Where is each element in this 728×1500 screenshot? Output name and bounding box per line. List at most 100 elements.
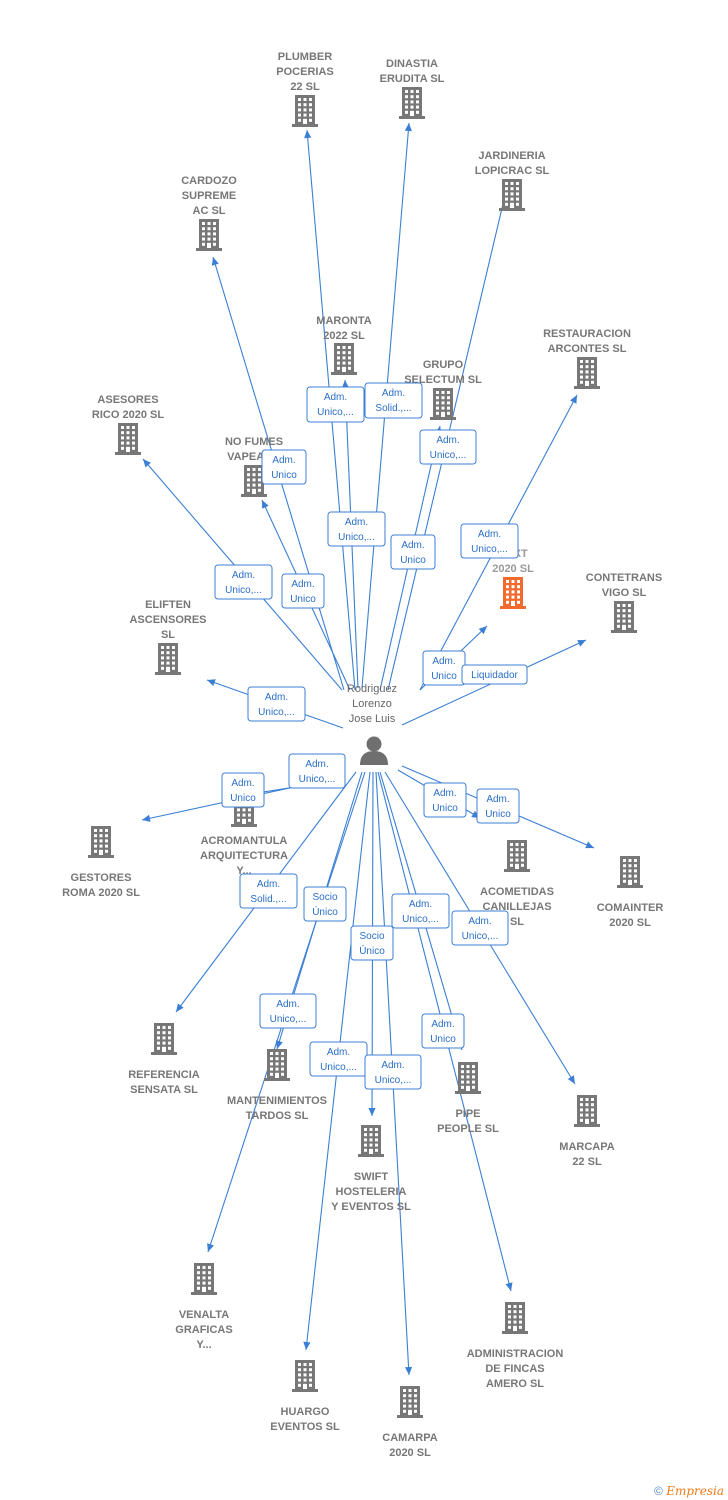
building-icon [292, 95, 318, 127]
role-label-r12[interactable]: Liquidador [461, 664, 528, 685]
company-label: ASCENSORES [129, 614, 206, 626]
building-icon [191, 1263, 217, 1295]
company-label: SUPREME [182, 190, 236, 202]
company-label: COMAINTER [597, 902, 664, 914]
building-icon [358, 1125, 384, 1157]
role-text: Adm. [382, 388, 405, 399]
company-label: LOPICRAC SL [475, 165, 550, 177]
building-icon [499, 179, 525, 211]
role-label-r25[interactable]: Adm. Unico,... [364, 1054, 422, 1090]
company-label: ARCONTES SL [548, 343, 627, 355]
role-text: Unico,... [320, 1062, 357, 1073]
role-label-r17[interactable]: Adm.Solid.,... [239, 873, 298, 909]
arrowhead-eliften [207, 679, 216, 687]
role-label-r19[interactable]: Adm. Unico,... [391, 893, 450, 929]
company-label: ARQUITECTURA [200, 850, 288, 862]
role-label-r7[interactable]: Adm.Unico,... [214, 564, 273, 600]
role-label-r14[interactable]: Adm.Unico [221, 772, 265, 808]
arrowhead-huargo [303, 1341, 311, 1350]
role-text: Unico,... [317, 407, 354, 418]
role-label-r2[interactable]: Adm.Solid.,... [364, 382, 423, 419]
building-icon [455, 1062, 481, 1094]
role-text: Unico,... [471, 544, 508, 555]
role-label-r22[interactable]: Adm.Unico,... [259, 993, 317, 1029]
role-text: Adm. [305, 759, 328, 770]
footer: © Empresia [654, 1484, 724, 1498]
role-text: Unico [400, 555, 426, 566]
building-icon [292, 1360, 318, 1392]
role-text: Adm. [486, 794, 509, 805]
role-label-r3[interactable]: Adm.Unico [261, 449, 307, 485]
role-label-r1[interactable]: Adm.Unico,... [306, 386, 365, 423]
person-name: Lorenzo [352, 698, 392, 710]
role-label-r8[interactable]: Adm.Unico,... [460, 523, 519, 559]
arrowhead-marcapa [567, 1075, 575, 1084]
building-icon [331, 343, 357, 375]
company-label: CANILLEJAS [482, 901, 551, 913]
building-icon [115, 423, 141, 455]
role-label-r13[interactable]: Adm.Unico,... [288, 753, 346, 789]
role-text: Adm. [433, 788, 456, 799]
arrowhead-referencia [176, 1003, 184, 1012]
role-text: Adm. [231, 778, 254, 789]
company-label: CAMARPA [382, 1432, 437, 1444]
building-icon [502, 1302, 528, 1334]
role-label-r9[interactable]: Adm.Unico [281, 573, 325, 609]
building-icon [264, 1049, 290, 1081]
company-camarpa[interactable]: CAMARPA 2020 SL [382, 1386, 438, 1459]
company-venalta[interactable]: VENALTAGRAFICASY... [175, 1263, 233, 1351]
role-text: Adm. [409, 899, 432, 910]
role-text: Unico,... [430, 450, 467, 461]
role-label-r24[interactable]: Adm.Unico,... [309, 1041, 368, 1077]
role-text: Unico [271, 470, 297, 481]
role-label-r5[interactable]: Adm.Unico,... [327, 511, 386, 547]
role-text: Adm. [381, 1060, 404, 1071]
role-text: Unico,... [338, 532, 375, 543]
role-label-r16[interactable]: Adm.Unico [476, 788, 520, 824]
company-label: 2022 SL [323, 330, 365, 342]
role-label-r23[interactable]: Adm.Unico [421, 1013, 465, 1049]
role-text: Unico,... [258, 707, 295, 718]
role-text: Unico,... [375, 1075, 412, 1086]
building-icon [574, 1095, 600, 1127]
role-label-r15[interactable]: Adm.Unico [423, 782, 467, 818]
role-label-r6[interactable]: Adm.Unico [390, 534, 436, 570]
role-text: Unico,... [402, 914, 439, 925]
role-label-r4[interactable]: Adm.Unico,... [419, 429, 477, 465]
role-label-r10[interactable]: Adm.Unico,... [247, 686, 306, 722]
brand-logo[interactable]: Empresia [666, 1484, 724, 1498]
company-label: CARDOZO [181, 175, 237, 187]
person-name: Jose Luis [349, 713, 396, 725]
company-label: EVENTOS SL [270, 1421, 340, 1433]
building-icon [151, 1023, 177, 1055]
role-label-r11[interactable]: Adm.Unico [422, 650, 466, 686]
company-label: Y... [196, 1339, 211, 1351]
role-label-r20[interactable]: Adm.Unico,... [451, 910, 509, 946]
building-icon [611, 601, 637, 633]
company-label: 2020 SL [389, 1447, 431, 1459]
